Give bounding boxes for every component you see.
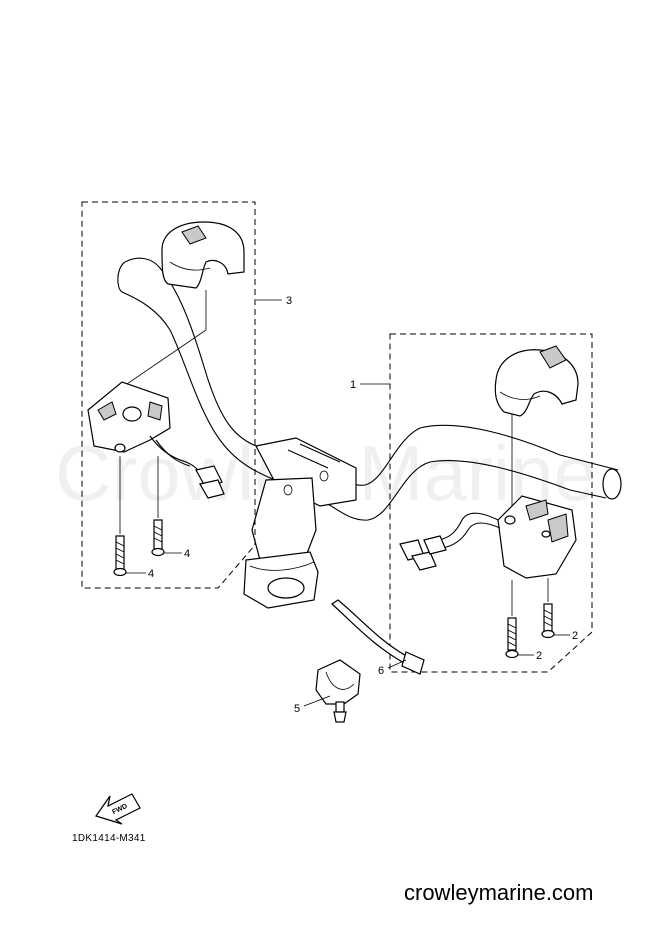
cable-tie-6 <box>331 599 425 675</box>
callout-5: 5 <box>294 703 300 715</box>
diagram-code: 1DK1414-M341 <box>72 833 146 844</box>
right-switch-body <box>399 495 577 579</box>
screw-4-lower <box>113 535 127 577</box>
wire-clamp-5 <box>315 659 361 723</box>
callout-1: 1 <box>350 379 356 391</box>
screw-2-upper <box>541 603 555 639</box>
site-url[interactable]: crowleymarine.com <box>404 880 594 905</box>
group-3-boundary <box>81 201 256 589</box>
right-switch-cover <box>494 345 579 417</box>
screw-4-upper <box>151 519 165 557</box>
left-switch-body <box>87 381 225 499</box>
fwd-arrow-icon: FWD <box>95 793 141 825</box>
callout-3: 3 <box>286 295 292 307</box>
callout-2-lower: 2 <box>536 650 542 662</box>
left-switch-cover <box>161 221 245 289</box>
callout-4-upper: 4 <box>184 548 190 560</box>
callout-2-upper: 2 <box>572 630 578 642</box>
screw-2-lower <box>505 617 519 659</box>
callout-6: 6 <box>378 665 384 677</box>
group-1-boundary <box>389 333 593 673</box>
callout-4-lower: 4 <box>148 568 154 580</box>
handlebar-clamp-stem <box>243 437 357 609</box>
